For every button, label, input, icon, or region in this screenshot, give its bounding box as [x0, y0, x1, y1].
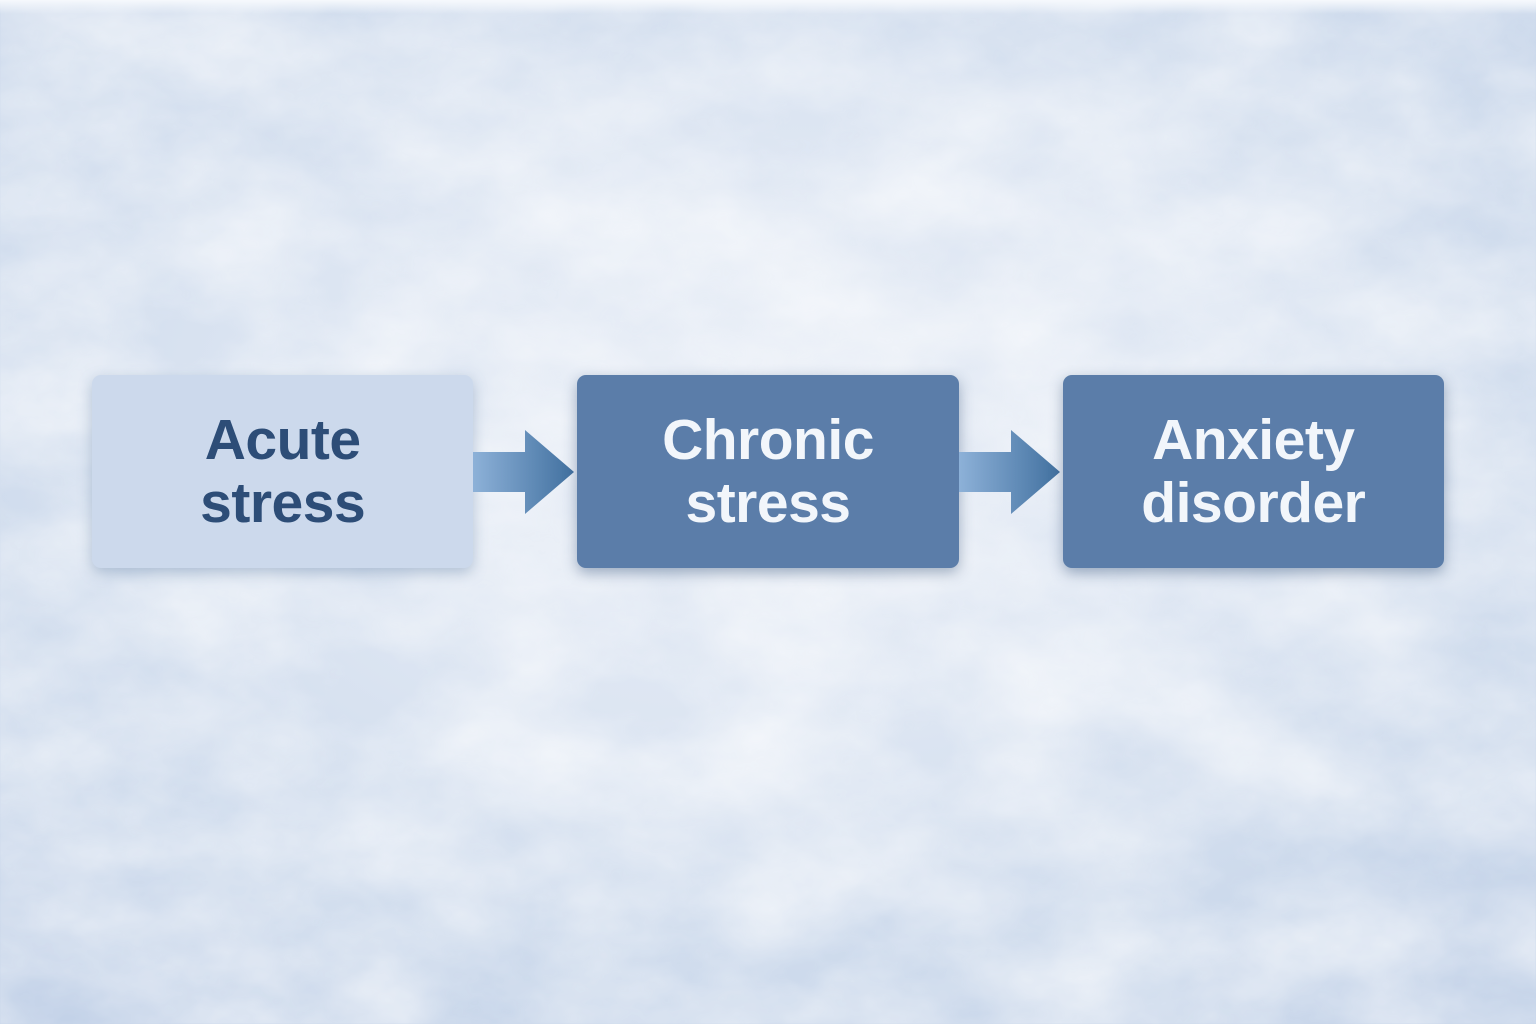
node-anxiety-disorder-label-line2: disorder — [1141, 470, 1366, 535]
node-chronic-stress-label-line2: stress — [685, 470, 851, 535]
connector-1 — [473, 426, 577, 518]
node-anxiety-disorder: Anxiety disorder — [1062, 375, 1444, 568]
node-chronic-stress-label-line1: Chronic — [662, 407, 874, 472]
node-acute-stress-label-line1: Acute — [204, 407, 361, 472]
right-arrow-icon — [473, 429, 575, 514]
right-arrow-icon — [958, 429, 1060, 514]
node-acute-stress-label-line2: stress — [200, 470, 366, 535]
node-anxiety-disorder-label-line1: Anxiety — [1152, 407, 1355, 472]
node-acute-stress: Acute stress — [92, 375, 474, 568]
flow-diagram: Acute stress Chronic stress — [92, 375, 1444, 568]
connector-2 — [958, 426, 1063, 518]
node-chronic-stress: Chronic stress — [577, 375, 959, 568]
